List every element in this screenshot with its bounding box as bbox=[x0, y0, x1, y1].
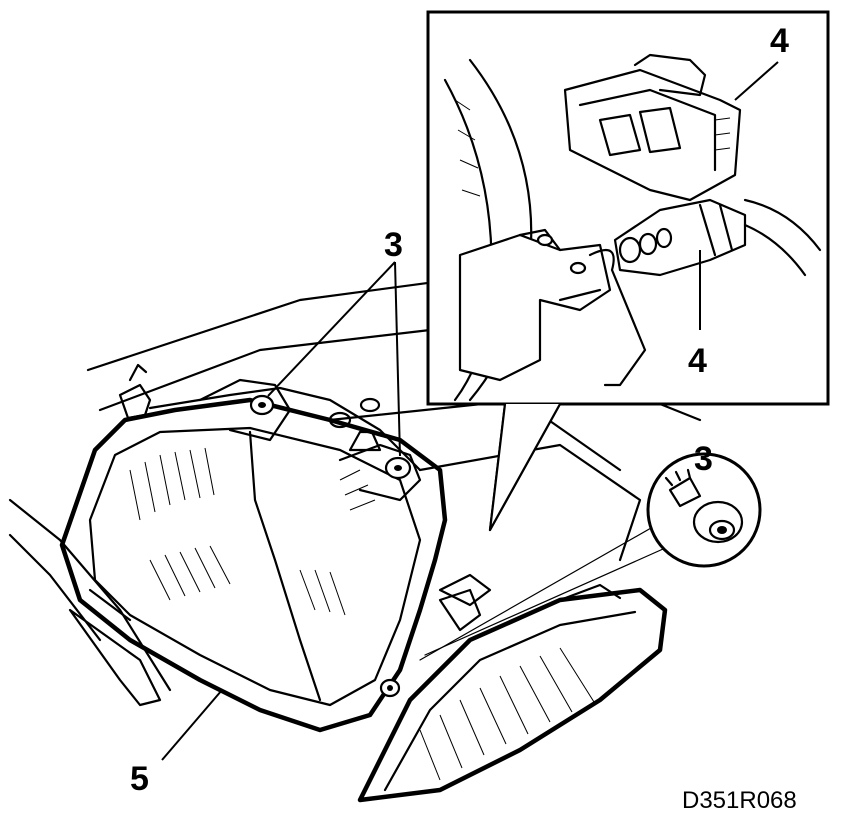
indicator-lamp bbox=[357, 583, 668, 803]
callout-item-4-bottom: 4 bbox=[688, 342, 707, 380]
mounting-screw-lower bbox=[379, 678, 401, 698]
connector-inset bbox=[426, 10, 830, 532]
callout-item-3-mount: 3 bbox=[384, 226, 403, 264]
headlamp-unit bbox=[59, 363, 448, 733]
mounting-screw-left bbox=[249, 394, 275, 416]
callout-item-5: 5 bbox=[130, 760, 149, 798]
mounting-screw-right bbox=[384, 456, 412, 480]
drawing-reference: D351R068 bbox=[682, 787, 797, 814]
callout-item-3-screw: 3 bbox=[694, 440, 713, 478]
leaders-item-3 bbox=[267, 261, 401, 457]
callout-item-4-top: 4 bbox=[770, 22, 789, 60]
leader-item-5 bbox=[161, 689, 223, 761]
screw-detail bbox=[646, 452, 762, 568]
